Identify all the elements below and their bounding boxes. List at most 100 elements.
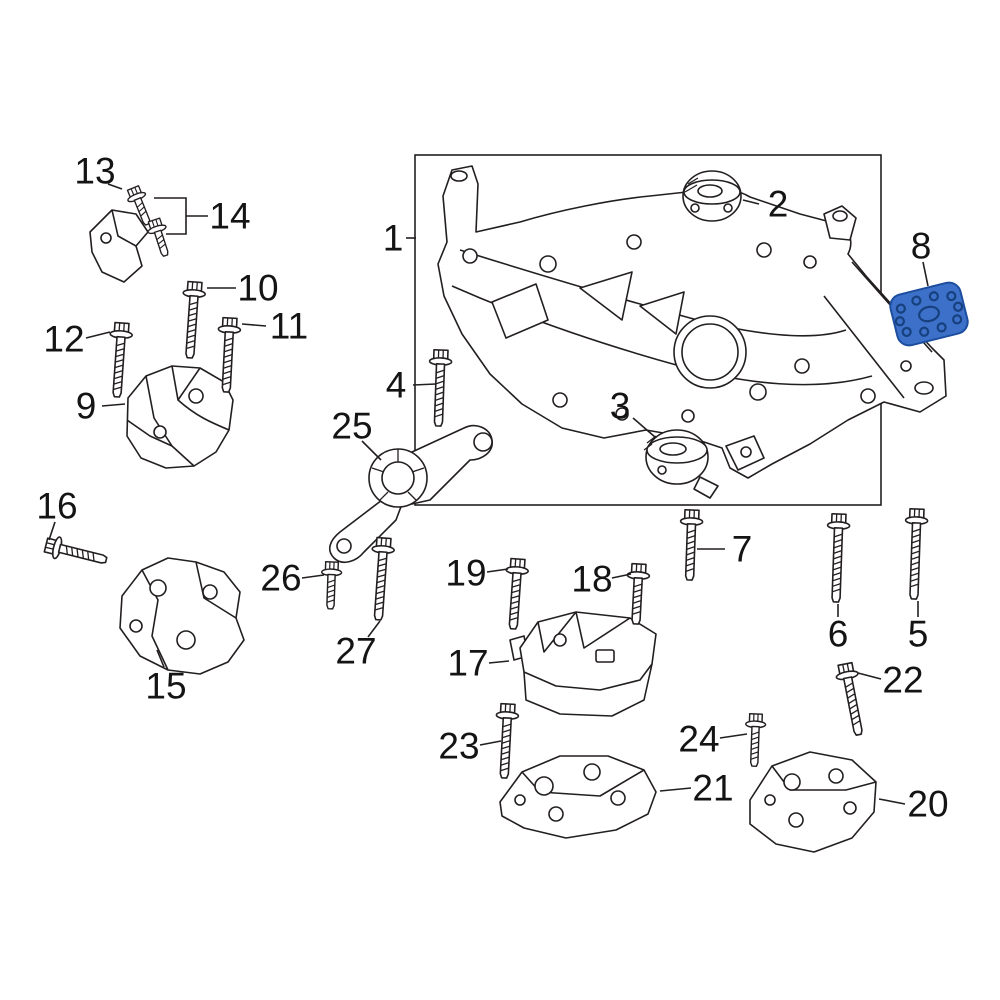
part-6-bolt[interactable] [825, 512, 851, 603]
callout-19[interactable]: 19 [445, 553, 509, 594]
callout-number[interactable]: 18 [571, 559, 612, 600]
callout-number[interactable]: 10 [237, 268, 278, 309]
callout-leader-line [156, 649, 165, 668]
part-23-bolt[interactable] [493, 702, 520, 779]
part-17-transmission-mount-drawing[interactable] [509, 611, 657, 717]
part-8-plate-body[interactable] [888, 280, 970, 348]
callout-number[interactable]: 21 [692, 768, 733, 809]
callout-number[interactable]: 14 [209, 196, 250, 237]
callout-16[interactable]: 16 [36, 486, 78, 541]
callout-leader-line [241, 323, 267, 327]
callout-leader-line [301, 574, 325, 579]
callout-1[interactable]: 1 [383, 218, 416, 259]
bolt-layer [43, 184, 929, 779]
callout-number[interactable]: 11 [270, 306, 308, 347]
callout-number[interactable]: 5 [908, 614, 929, 655]
part-2-mount-drawing[interactable] [682, 170, 742, 222]
part-18-bolt[interactable] [625, 562, 651, 625]
callout-number[interactable]: 22 [882, 660, 923, 701]
part-8-plate-highlighted[interactable] [888, 280, 970, 348]
callout-17[interactable]: 17 [447, 643, 510, 684]
callout-number[interactable]: 25 [331, 406, 372, 447]
callout-number[interactable]: 17 [447, 643, 488, 684]
callout-leader-line [486, 568, 509, 573]
callout-9[interactable]: 9 [76, 386, 126, 427]
callout-number[interactable]: 9 [76, 386, 97, 427]
callout-21[interactable]: 21 [659, 768, 734, 809]
callout-26[interactable]: 26 [260, 558, 325, 599]
part-16-bolt[interactable] [43, 534, 108, 570]
callout-number[interactable]: 4 [386, 365, 407, 406]
part-26-bolt[interactable] [320, 561, 343, 610]
callout-leader-line [922, 261, 929, 287]
callout-leader-line [48, 521, 56, 541]
part-1-subframe-drawing[interactable] [437, 165, 947, 479]
callout-leader-line [611, 573, 632, 579]
part-11-bolt[interactable] [215, 316, 242, 393]
part-27-bolt[interactable] [367, 536, 395, 621]
callout-leader-line [361, 440, 382, 461]
callout-10[interactable]: 10 [207, 268, 279, 309]
callout-25[interactable]: 25 [331, 406, 382, 461]
part-14-bracket-drawing[interactable] [89, 209, 149, 283]
callout-3[interactable]: 3 [610, 386, 656, 438]
callout-number[interactable]: 15 [145, 666, 186, 707]
part-15-bracket-drawing[interactable] [119, 557, 245, 675]
callout-leader-line [367, 620, 381, 638]
callout-number[interactable]: 20 [907, 784, 948, 825]
callout-2[interactable]: 2 [742, 184, 789, 225]
callout-4[interactable]: 4 [386, 365, 437, 406]
callout-14[interactable]: 14 [154, 196, 251, 237]
callout-5[interactable]: 5 [908, 601, 929, 655]
callout-22[interactable]: 22 [857, 660, 924, 701]
callout-13[interactable]: 13 [74, 151, 123, 192]
callout-27[interactable]: 27 [335, 620, 381, 672]
callout-number[interactable]: 1 [383, 218, 404, 259]
callout-number[interactable]: 13 [74, 151, 115, 192]
callout-15[interactable]: 15 [145, 649, 187, 707]
callout-number[interactable]: 24 [678, 719, 719, 760]
callout-number[interactable]: 19 [445, 553, 486, 594]
callout-number[interactable]: 7 [732, 529, 753, 570]
callout-number[interactable]: 6 [828, 614, 849, 655]
part-3-mount-drawing[interactable] [643, 429, 719, 499]
callout-11[interactable]: 11 [241, 306, 308, 347]
part-5-bolt[interactable] [903, 507, 929, 600]
callout-12[interactable]: 12 [43, 319, 111, 360]
part-20-bracket-drawing[interactable] [749, 751, 877, 853]
part-19-bolt[interactable] [502, 557, 529, 630]
part-12-bolt[interactable] [106, 321, 133, 398]
callout-8[interactable]: 8 [911, 226, 932, 287]
part-25-torque-arm-drawing[interactable] [328, 424, 493, 564]
callout-20[interactable]: 20 [878, 784, 949, 825]
callout-24[interactable]: 24 [678, 719, 748, 760]
callout-23[interactable]: 23 [438, 726, 502, 767]
callout-number[interactable]: 8 [911, 226, 932, 267]
callout-leader-line [412, 383, 437, 386]
callout-number[interactable]: 12 [43, 319, 84, 360]
part-13-bolt[interactable] [124, 184, 156, 227]
callout-leader-line [632, 417, 656, 438]
callout-number[interactable]: 16 [36, 486, 77, 527]
callout-18[interactable]: 18 [571, 559, 632, 600]
callout-number[interactable]: 2 [768, 184, 789, 225]
callout-leader-line [85, 331, 111, 339]
callout-number[interactable]: 23 [438, 726, 479, 767]
callout-number[interactable]: 26 [260, 558, 301, 599]
part-4-bolt[interactable] [427, 348, 453, 427]
part-10-bolt[interactable] [179, 280, 206, 359]
part-14-bolt[interactable] [145, 217, 174, 258]
callout-7[interactable]: 7 [697, 529, 752, 570]
part-7-bolt[interactable] [679, 508, 704, 581]
callout-number[interactable]: 3 [610, 386, 631, 427]
part-9-engine-mount-drawing[interactable] [126, 365, 234, 469]
part-24-bolt[interactable] [744, 713, 767, 767]
callout-leader-bracket [154, 197, 187, 235]
part-22-bolt[interactable] [834, 661, 869, 737]
callout-leader-line [101, 403, 126, 407]
part-8-plate-outline [888, 280, 970, 348]
callout-number[interactable]: 27 [335, 631, 376, 672]
part-21-bracket-drawing[interactable] [499, 755, 657, 839]
callout-6[interactable]: 6 [828, 604, 849, 655]
